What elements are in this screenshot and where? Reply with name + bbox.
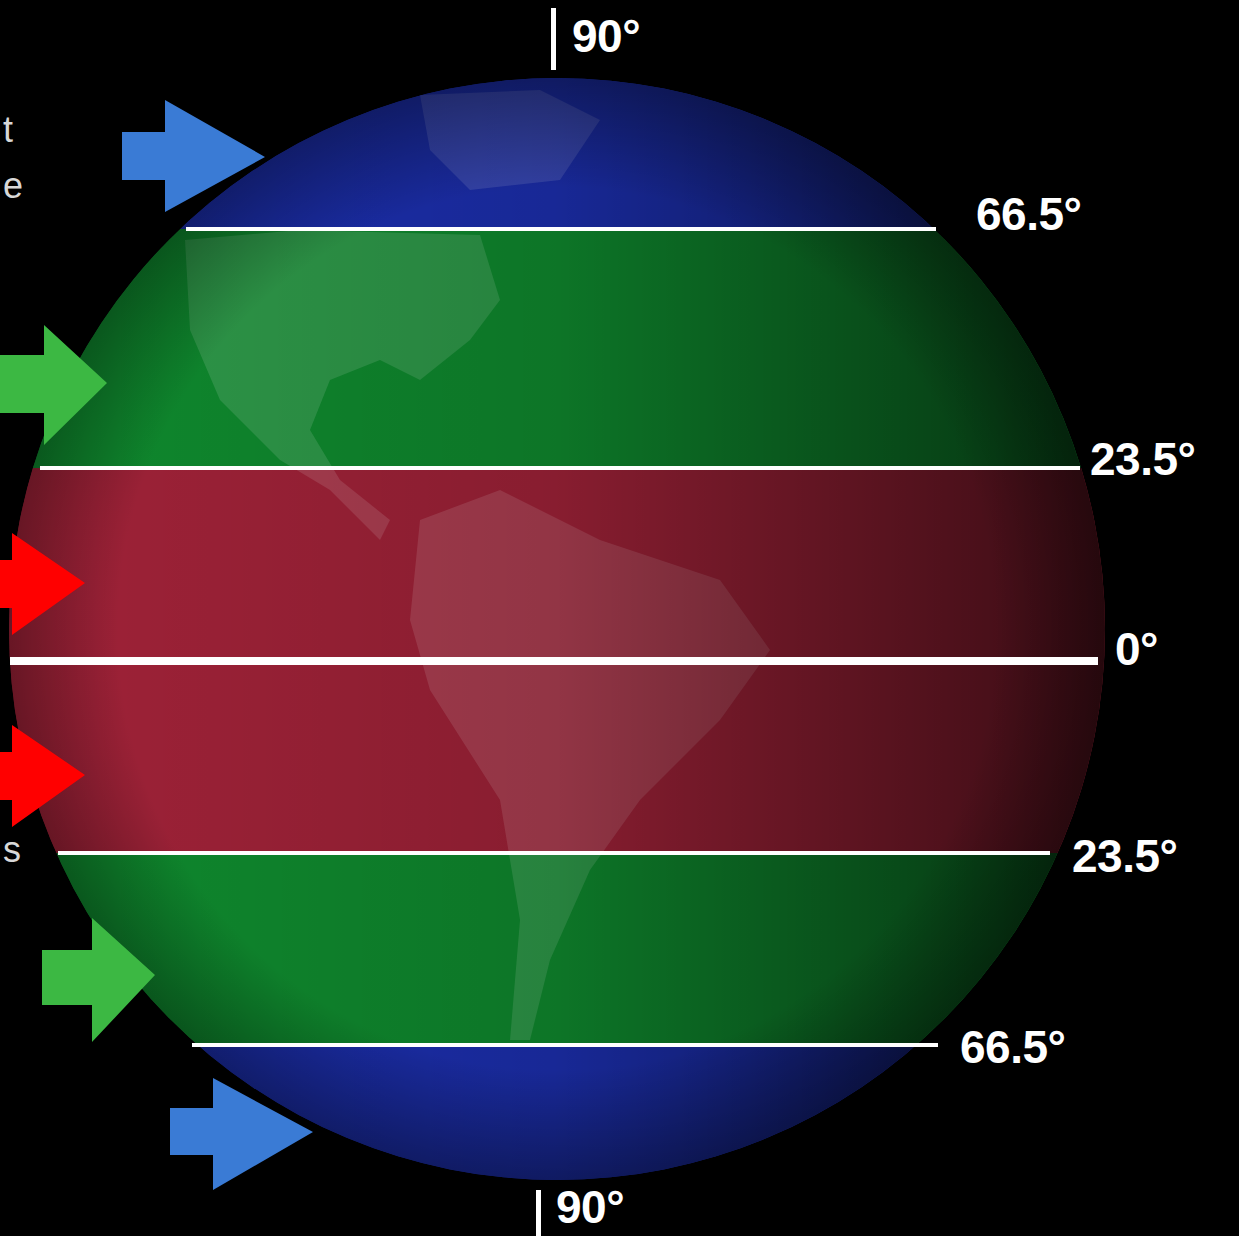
- latitude-lines: [10, 229, 1098, 1045]
- ray-arrow: [0, 533, 85, 635]
- sun-rays: [0, 100, 313, 1190]
- globe: [0, 60, 1239, 1210]
- latitude-label: 90°: [556, 1184, 624, 1230]
- pole-tick: [536, 1190, 541, 1236]
- arctic-circle: [186, 227, 936, 231]
- latitude-label: 23.5°: [1072, 833, 1177, 879]
- cut-text: t: [3, 112, 13, 148]
- cut-text: s: [3, 832, 21, 868]
- ray-arrow: [170, 1078, 313, 1190]
- rim-shade: [9, 78, 1105, 1180]
- antarctic-circle: [192, 1043, 938, 1047]
- equator: [10, 657, 1098, 665]
- ray-arrow: [122, 100, 265, 212]
- tropic-of-capricorn: [58, 851, 1050, 855]
- ray-arrow: [0, 325, 107, 445]
- cut-text: e: [3, 168, 23, 204]
- ray-arrow: [42, 918, 155, 1042]
- latitude-label: 23.5°: [1090, 436, 1195, 482]
- tropic-of-cancer: [40, 466, 1080, 470]
- latitude-label: 66.5°: [960, 1024, 1065, 1070]
- night-shade: [0, 60, 1110, 1210]
- latitude-label: 66.5°: [976, 191, 1081, 237]
- latitude-label: 90°: [572, 13, 640, 59]
- ray-arrow: [0, 725, 85, 827]
- pole-tick: [551, 8, 556, 70]
- latitude-label: 0°: [1115, 626, 1158, 672]
